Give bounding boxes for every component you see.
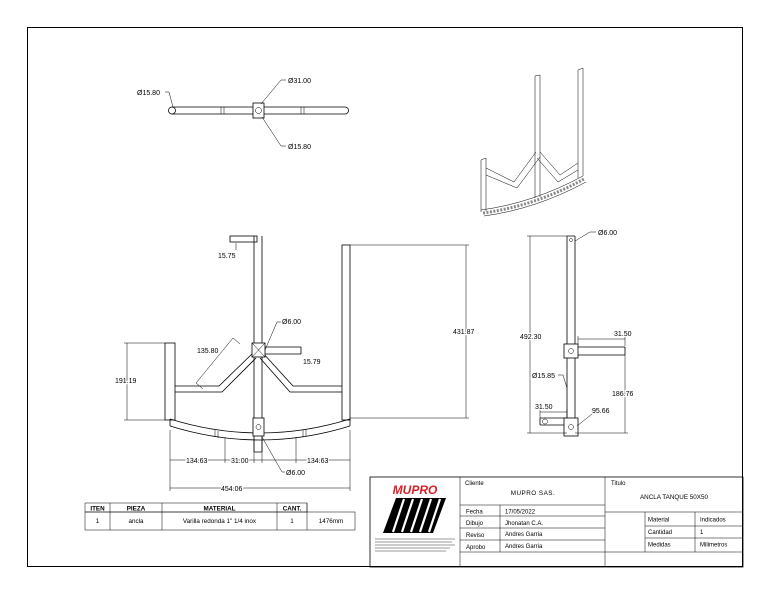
front-left-arm xyxy=(175,351,257,393)
front-upper-hub-cross xyxy=(251,342,266,358)
side-lower-arm xyxy=(539,417,567,426)
logo-wordmark: MUPRO xyxy=(393,483,438,497)
side-dim-lines xyxy=(527,231,628,434)
parts-table-columns xyxy=(109,503,308,530)
row-drawn-value: Jhonatan C.A. xyxy=(505,521,543,527)
row-reviewed-label: Reviso xyxy=(466,533,485,539)
parts-header-item: ITEN xyxy=(90,506,105,513)
side-view: Ø6.00 492.30 31.50 Ø15.85 186.76 31.50 9… xyxy=(519,229,635,437)
iso-left-arm xyxy=(485,151,541,189)
parts-cell-quantity: 1 xyxy=(290,518,294,525)
dim-side-total-height: 492.30 xyxy=(520,334,542,341)
side-top-hole xyxy=(569,238,573,242)
dim-top-diameter-left: Ø15.80 xyxy=(137,90,160,97)
row-drawn-label: Dibujo xyxy=(466,521,484,527)
top-view-segments xyxy=(220,107,305,114)
dim-front-left-span: 134.63 xyxy=(186,458,208,465)
front-right-post xyxy=(341,244,351,421)
front-lower-hub xyxy=(252,417,265,437)
front-top-stub xyxy=(229,235,258,243)
dim-front-left-height: 191.19 xyxy=(115,378,137,385)
top-view-hub xyxy=(252,102,265,119)
dim-front-hub-diameter: Ø6.00 xyxy=(282,319,301,326)
top-view-end-circle xyxy=(168,106,176,115)
dim-front-stub-length: 15.75 xyxy=(218,253,236,260)
logo-emblem xyxy=(383,498,446,533)
spec-units-label: Medidas xyxy=(648,543,671,549)
dim-side-lower-height: 186.76 xyxy=(612,391,634,398)
front-dim-lines xyxy=(124,243,469,491)
spec-quantity-value: 1 xyxy=(700,530,704,536)
row-approved-label: Aprobo xyxy=(466,545,486,551)
spec-material-label: Material xyxy=(648,518,669,524)
iso-curved-base xyxy=(480,175,587,217)
front-right-stub xyxy=(265,346,302,355)
dim-front-right-span: 134.63 xyxy=(307,458,329,465)
parts-cell-item: 1 xyxy=(96,518,100,525)
side-rod xyxy=(566,235,576,434)
dim-front-bottom-diameter: Ø6.00 xyxy=(286,470,305,477)
dim-front-arm-length: 135.80 xyxy=(197,348,219,355)
spec-material-value: Indicados xyxy=(700,518,726,524)
parts-header-material: MATERIAL xyxy=(203,506,235,513)
parts-header-quantity: CANT. xyxy=(283,506,302,513)
dim-top-diameter-hub: Ø31.00 xyxy=(288,78,311,85)
parts-table: ITEN PIEZA MATERIAL CANT. 1 ancla Varill… xyxy=(84,502,356,531)
side-upper-arm xyxy=(578,346,626,356)
parts-cell-material: Varilla redonda 1" 1/4 inox xyxy=(183,518,257,525)
title-block-grid xyxy=(459,477,743,567)
title-label: Titulo xyxy=(611,481,626,487)
dim-side-upper-arm: 31.50 xyxy=(614,331,632,338)
iso-curved-base-texture xyxy=(482,177,585,215)
parts-header-piece: PIEZA xyxy=(127,506,146,513)
iso-center-rod xyxy=(534,74,541,198)
top-view: Ø15.80 Ø31.00 Ø15.80 xyxy=(136,77,349,152)
iso-right-arm xyxy=(536,151,579,183)
side-lower-hub-hole xyxy=(568,424,574,430)
spec-quantity-label: Cantidad xyxy=(648,530,672,536)
dim-front-center-span: 31.00 xyxy=(231,458,249,465)
dim-side-rod-diameter: Ø15.85 xyxy=(532,373,555,380)
drawing-title: ANCLA TANQUE 50X50 xyxy=(640,494,709,501)
parts-table-row xyxy=(84,511,356,531)
row-date-label: Fecha xyxy=(466,510,483,516)
client-name: MUPRO SAS. xyxy=(511,490,556,497)
dim-front-right-height: 431.87 xyxy=(453,329,475,336)
dim-side-hub-offset: 95.66 xyxy=(592,408,610,415)
side-lower-hub xyxy=(563,417,579,437)
spec-units-value: Milimetros xyxy=(700,543,727,549)
front-curved-base-segments xyxy=(214,429,307,438)
side-upper-hub xyxy=(563,343,579,359)
parts-cell-length: 1476mm xyxy=(319,518,344,525)
dim-front-right-stub: 15.79 xyxy=(303,359,321,366)
company-logo: MUPRO xyxy=(375,483,455,552)
parts-cell-piece: ancla xyxy=(128,518,144,525)
dim-front-total-width: 454.06 xyxy=(221,486,243,493)
row-approved-value: Andres Garria xyxy=(505,544,543,550)
front-lower-hub-hole xyxy=(255,424,262,430)
side-upper-hub-hole xyxy=(568,348,574,354)
client-label: Cliente xyxy=(465,481,484,487)
top-view-hub-hole xyxy=(255,107,262,114)
front-right-arm xyxy=(259,351,342,393)
parts-table-header xyxy=(84,502,308,513)
row-date-value: 17/05/2022 xyxy=(505,510,536,516)
iso-right-rod xyxy=(577,67,584,178)
side-lower-arm-end xyxy=(542,418,548,425)
row-reviewed-value: Andres Garria xyxy=(505,532,543,538)
front-view: 15.75 Ø6.00 135.80 15.79 191.19 431.87 1… xyxy=(114,235,476,494)
dim-top-diameter-bottom: Ø15.80 xyxy=(288,144,311,151)
logo-emblem-stripes xyxy=(391,498,442,533)
front-left-post xyxy=(164,342,176,421)
title-block: MUPRO Cliente MUPRO SAS. Titulo ANCLA TA… xyxy=(369,476,744,568)
sheet-frame xyxy=(27,27,743,567)
title-block-frame xyxy=(369,476,744,568)
disclaimer-text-lines xyxy=(375,538,455,552)
top-view-leaders xyxy=(165,79,286,147)
dim-side-lower-arm: 31.50 xyxy=(535,404,553,411)
iso-left-rod xyxy=(480,157,487,212)
dim-side-top-diameter: Ø6.00 xyxy=(598,230,617,237)
isometric-view xyxy=(480,67,587,217)
